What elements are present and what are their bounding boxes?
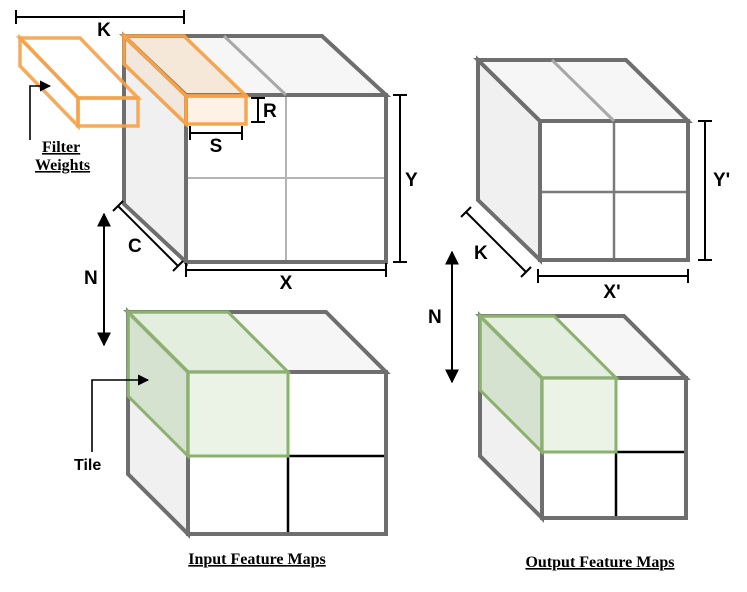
n-label-right: N: [428, 307, 442, 328]
x-label: X: [280, 273, 293, 294]
input-feature-maps-caption: Input Feature Maps: [188, 551, 326, 568]
s-label: S: [210, 136, 223, 157]
k-dimension-top: [15, 10, 185, 24]
input-cube-top-divider: [222, 34, 288, 97]
r-label: R: [263, 101, 277, 122]
y-dimension: [393, 94, 407, 263]
ofm-tile: [476, 312, 620, 456]
n-label-left: N: [84, 268, 98, 289]
filter-weights-box-on-cube: [119, 31, 251, 129]
filter-weights-box-left: [15, 33, 143, 131]
y-prime-dimension: [698, 120, 712, 261]
filter-weights-label-line1: Filter: [42, 139, 80, 156]
tile-arrow: [91, 374, 150, 452]
output-feature-maps-caption: Output Feature Maps: [525, 554, 674, 571]
filter-weights-label-line2: Weights: [35, 157, 90, 174]
filter-weights-arrow: [29, 80, 52, 140]
k-label-right: K: [474, 243, 488, 264]
output-feature-maps-cube: [475, 311, 691, 523]
r-dimension: [251, 97, 265, 123]
x-dimension: [185, 263, 387, 277]
c-label: C: [128, 236, 142, 257]
k-dimension-right: [460, 206, 532, 278]
ifm-tile: [124, 308, 292, 460]
x-prime-dimension: [537, 269, 689, 283]
tile-label: Tile: [74, 457, 101, 474]
y-label: Y: [405, 170, 418, 191]
y-prime-label: Y': [713, 170, 730, 191]
output-cube-top-divider: [550, 58, 616, 123]
input-feature-maps-cube: [123, 307, 391, 539]
x-prime-label: X': [603, 282, 620, 303]
s-dimension: [189, 126, 243, 140]
k-label-top: K: [97, 20, 111, 41]
output-cube: [473, 55, 693, 265]
c-dimension: [112, 200, 184, 272]
